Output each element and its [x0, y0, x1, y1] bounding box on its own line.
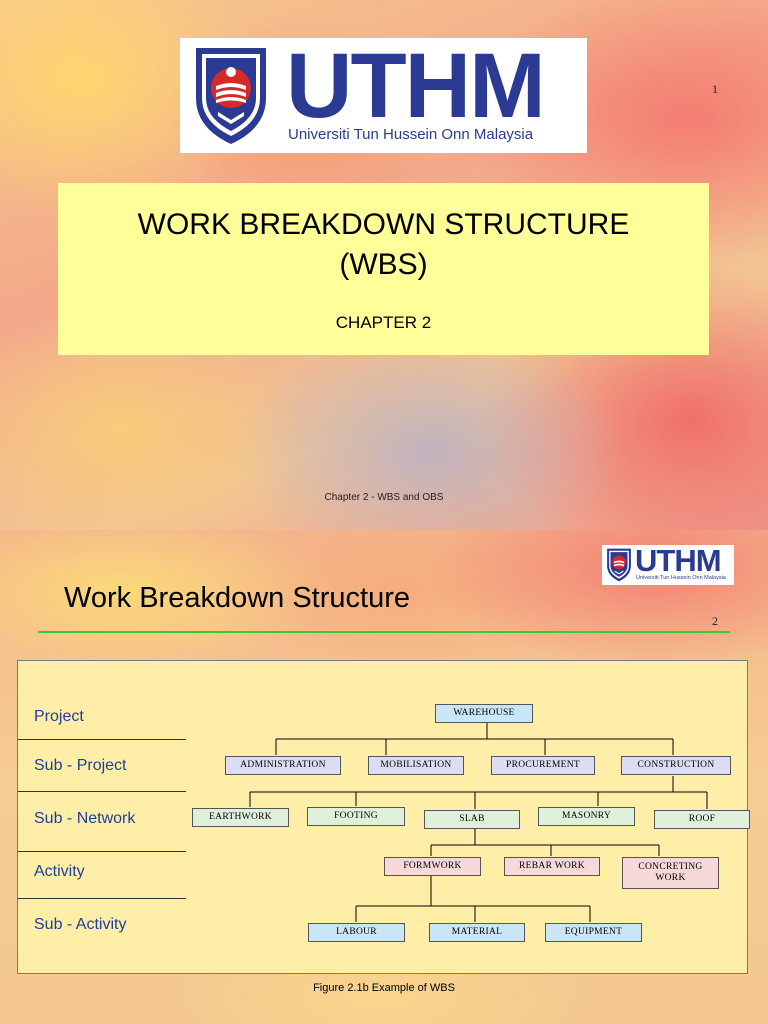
logo-wordmark: UTHM: [635, 543, 722, 578]
slide-2: UTHM Universiti Tun Hussein Onn Malaysia…: [0, 530, 768, 1024]
page-number: 2: [712, 614, 718, 628]
wbs-node-procurement: PROCUREMENT: [491, 756, 595, 775]
slide-1: UTHM Universiti Tun Hussein Onn Malaysia…: [0, 0, 768, 530]
node-line-1: CONCRETING: [638, 862, 703, 872]
wbs-node-slab: SLAB: [424, 810, 520, 829]
uthm-shield-icon: [196, 48, 266, 144]
title-divider: [38, 631, 730, 633]
node-line-2: WORK: [655, 873, 686, 883]
title-line-2: (WBS): [339, 248, 428, 281]
wbs-node-roof: ROOF: [654, 810, 750, 829]
level-label-activity: Activity: [34, 863, 85, 880]
uthm-logo: UTHM Universiti Tun Hussein Onn Malaysia: [180, 38, 587, 153]
wbs-node-warehouse: WAREHOUSE: [435, 704, 533, 723]
level-separator: [18, 898, 186, 899]
wbs-node-equipment: EQUIPMENT: [545, 923, 642, 942]
wbs-node-labour: LABOUR: [308, 923, 405, 942]
level-label-sub-network: Sub - Network: [34, 810, 136, 827]
level-separator: [18, 739, 186, 740]
figure-caption: Figure 2.1b Example of WBS: [313, 982, 455, 994]
logo-wordmark: UTHM: [286, 35, 546, 137]
wbs-node-rebar-work: REBAR WORK: [504, 857, 600, 876]
wbs-diagram: Project Sub - Project Sub - Network Acti…: [17, 660, 750, 974]
level-label-project: Project: [34, 708, 84, 725]
wbs-node-earthwork: EARTHWORK: [192, 808, 289, 827]
slide-title: WORK BREAKDOWN STRUCTURE (WBS): [58, 205, 709, 285]
title-line-1: WORK BREAKDOWN STRUCTURE: [137, 208, 630, 241]
uthm-shield-icon: [607, 548, 631, 582]
uthm-logo: UTHM Universiti Tun Hussein Onn Malaysia: [602, 545, 734, 585]
chapter-label: CHAPTER 2: [335, 313, 432, 332]
wbs-node-formwork: FORMWORK: [384, 857, 481, 876]
wbs-node-construction: CONSTRUCTION: [621, 756, 731, 775]
wbs-node-concreting-work: CONCRETING WORK: [622, 857, 719, 889]
wbs-node-material: MATERIAL: [429, 923, 525, 942]
level-label-sub-project: Sub - Project: [34, 757, 127, 774]
logo-subtitle: Universiti Tun Hussein Onn Malaysia: [288, 126, 534, 143]
level-label-sub-activity: Sub - Activity: [34, 916, 127, 933]
wbs-node-mobilisation: MOBILISATION: [368, 756, 464, 775]
wbs-node-administration: ADMINISTRATION: [225, 756, 341, 775]
wbs-node-masonry: MASONRY: [538, 807, 635, 826]
logo-subtitle: Universiti Tun Hussein Onn Malaysia: [636, 575, 726, 581]
wbs-node-footing: FOOTING: [307, 807, 405, 826]
title-box: WORK BREAKDOWN STRUCTURE (WBS) CHAPTER 2: [58, 183, 709, 355]
level-separator: [18, 851, 186, 852]
slide-footer: Chapter 2 - WBS and OBS: [324, 492, 444, 503]
level-separator: [18, 791, 186, 792]
slide-title: Work Breakdown Structure: [64, 582, 410, 614]
wbs-connectors: [249, 723, 708, 922]
page-number: 1: [712, 82, 718, 96]
